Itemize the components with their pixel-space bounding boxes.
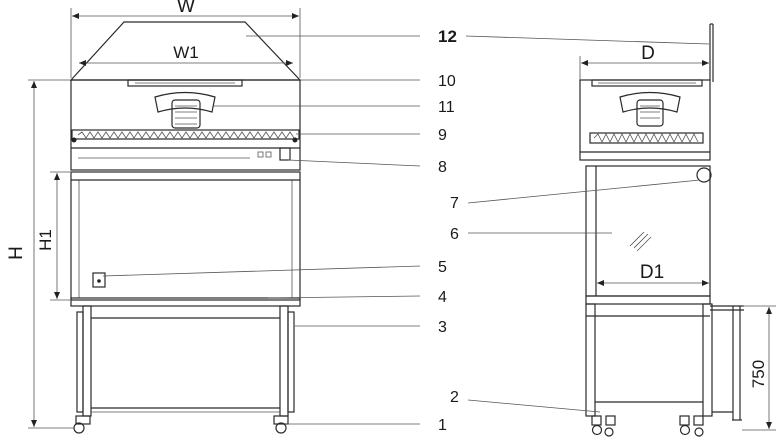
callout-11: 11 <box>438 99 455 116</box>
side-cabinet-top <box>579 79 711 161</box>
callout-7: 7 <box>450 195 459 212</box>
callout-9: 9 <box>438 127 447 144</box>
control-switch <box>279 147 291 161</box>
callout-10: 10 <box>438 73 456 90</box>
side-casters <box>591 415 704 437</box>
lamp-rail <box>71 129 300 140</box>
callout-5: 5 <box>438 259 447 276</box>
callout-1: 1 <box>438 417 447 434</box>
rail-bolt-right <box>292 137 298 143</box>
front-view: W W1 H H1 12 10 11 9 8 5 4 3 1 <box>6 0 457 434</box>
callout-3: 3 <box>438 319 447 336</box>
stand <box>76 305 295 417</box>
dimension-label-h: H <box>6 246 27 260</box>
callout-12: 12 <box>438 27 457 46</box>
side-extension-frame <box>710 305 744 421</box>
dimension-label-d: D <box>641 43 655 64</box>
dimension-label-h1: H1 <box>36 229 55 251</box>
dimension-label-d1: D1 <box>640 262 664 283</box>
casters <box>73 415 289 434</box>
callout-2: 2 <box>450 389 459 406</box>
fan-motor <box>171 99 201 129</box>
sash-hinge <box>696 167 712 183</box>
side-view: D D1 750 7 6 2 <box>450 23 776 437</box>
control-button-1 <box>257 151 264 158</box>
rail-bolt-left <box>71 137 77 143</box>
callout-4: 4 <box>438 289 447 306</box>
callout-6: 6 <box>450 226 459 243</box>
callout-8: 8 <box>438 159 447 176</box>
work-chamber <box>70 171 301 301</box>
dimension-label-w1: W1 <box>173 43 199 62</box>
glass-sash <box>629 231 652 252</box>
control-button-2 <box>265 151 272 158</box>
electrical-outlet <box>92 272 106 288</box>
dimension-label-750: 750 <box>749 360 768 388</box>
fan-unit <box>154 91 216 113</box>
dimension-label-w: W <box>177 0 195 17</box>
work-surface <box>70 297 301 307</box>
filter-plate <box>127 79 243 87</box>
